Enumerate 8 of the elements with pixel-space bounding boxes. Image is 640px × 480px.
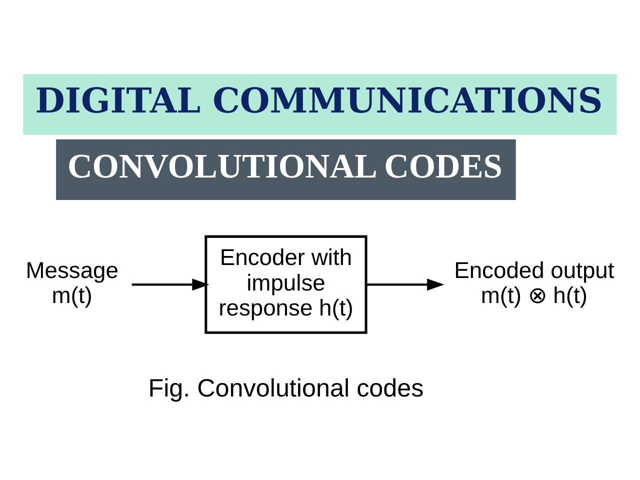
label: CONVOLUTIONAL CODES <box>68 148 502 186</box>
node-text: Message m(t) <box>26 256 118 308</box>
node-text: Encoded output m(t) ⊗ h(t) <box>454 256 614 308</box>
node-box: Encoder with impulse response h(t) <box>204 235 368 334</box>
arrow <box>132 278 210 291</box>
diagram-title: DIGITAL COMMUNICATIONS <box>35 81 603 122</box>
arrow <box>366 278 444 291</box>
caption: Fig. Convolutional codes <box>148 374 424 402</box>
